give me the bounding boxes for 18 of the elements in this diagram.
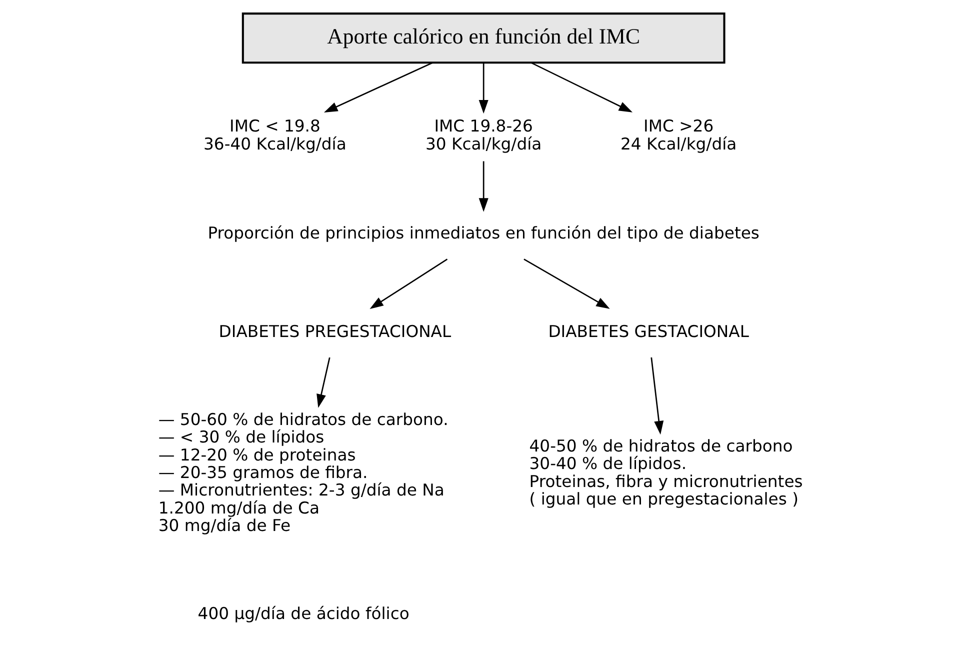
arrow	[370, 258, 448, 309]
node-text: IMC >26 24 Kcal/kg/día	[620, 116, 737, 154]
node-text: — 50-60 % de hidratos de carbono. — < 30 % de lípidos — 12-20 % de proteinas — 20-35 gramos de fibra. — Micronutrientes: 2-3 g/día de Na 1.200 mg/día de Ca 30 mg/día de Fe	[158, 410, 448, 536]
arrow	[650, 357, 664, 435]
node-text: 40-50 % de hidratos de carbono 30-40 % de lípidos. Proteinas, fibra y micronutrientes ( igual que en pregestacionales )	[529, 436, 803, 509]
arrow	[531, 62, 633, 112]
arrow	[324, 62, 433, 112]
node-box: Aporte calórico en función del IMC	[242, 12, 726, 64]
node-text: IMC < 19.8 36-40 Kcal/kg/día	[204, 116, 346, 154]
node-text: Proporción de principios inmediatos en función del tipo de diabetes	[208, 224, 760, 243]
arrow	[478, 161, 488, 212]
arrow	[478, 63, 488, 114]
arrow	[524, 258, 610, 309]
node-text: DIABETES GESTACIONAL	[548, 322, 749, 341]
node-text: DIABETES PREGESTACIONAL	[218, 322, 452, 341]
arrow	[316, 357, 330, 408]
label: 400 µg/día de ácido fólico	[198, 604, 410, 624]
node-text: IMC 19.8-26 30 Kcal/kg/día	[426, 116, 542, 154]
